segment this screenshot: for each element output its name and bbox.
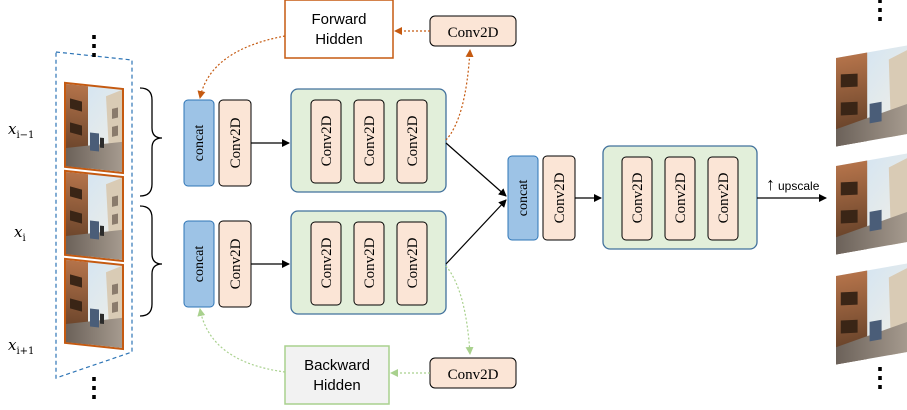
forward-hidden-line1: Forward [311,11,366,28]
arrow-bottom-group-to-merge [445,199,507,265]
final-group-conv2d-3-label: Conv2D [716,172,732,223]
top-concat-label: concat [192,125,207,162]
merge-conv2d-label: Conv2D [552,172,568,223]
final-group-conv2d-2-label: Conv2D [673,172,689,223]
input-ellipsis-top: ⋮ [81,31,107,61]
merge-concat-label: concat [516,180,531,217]
output-frame-3 [836,263,907,365]
backward-hidden-line1: Backward [304,357,370,374]
output-ellipsis-bottom: ⋮ [867,363,893,393]
output-ellipsis-top: ⋮ [867,0,893,25]
top-group-conv2d-3-label: Conv2D [405,115,421,166]
bottom-concat-label: concat [192,246,207,283]
top-concat-block [183,99,215,187]
forward-conv2d-label: Conv2D [448,25,499,41]
backward-hidden-box [284,345,390,405]
flow-arrows [251,139,827,268]
top-conv-group-layers: Conv2D Conv2D Conv2D [310,99,428,184]
input-frame-prev [64,81,124,175]
input-frame-cur [64,169,124,263]
top-group-conv2d-2 [353,99,385,184]
output-frames: ⋮ ⋮ [836,0,907,393]
input-stack-border [55,51,133,379]
final-group-conv2d-3 [707,156,739,241]
arrow-top-group-to-forward-conv [445,49,474,141]
final-group-conv2d-1-label: Conv2D [630,172,646,223]
merge-concat-block [507,155,539,241]
brace-bottom [139,205,163,317]
top-group-conv2d-1-label: Conv2D [319,115,335,166]
bottom-group-conv2d-1 [310,221,342,306]
bottom-concat-block [183,220,215,308]
bottom-group-conv2d-2 [353,221,385,306]
upscale-arrow: ↑ [766,174,775,194]
bottom-group-conv2d-3-label: Conv2D [405,237,421,288]
input-frame-next [64,257,124,351]
bottom-group-conv2d-3 [396,221,428,306]
final-group-conv2d-2 [664,156,696,241]
top-group-conv2d-3 [396,99,428,184]
output-frame-1 [836,45,907,147]
label-x-prev: xi−1 [8,120,34,141]
backward-conv2d-label: Conv2D [448,367,499,383]
backward-hidden-line2: Hidden [313,377,361,394]
brace-top [139,87,163,197]
input-frames: ⋮ ⋮ [55,31,133,403]
arrow-top-group-to-merge [445,142,507,197]
arrow-forward-hidden-to-concat [197,35,286,99]
arrow-bottom-group-to-backward-conv [445,265,474,355]
arrow-backward-hidden-to-concat [197,308,286,373]
bottom-conv2d-label: Conv2D [228,238,244,289]
forward-hidden-flow [197,27,474,141]
top-conv2d-label: Conv2D [228,117,244,168]
final-group-conv2d-1 [621,156,653,241]
top-group-conv2d-2-label: Conv2D [362,115,378,166]
bottom-group-conv2d-1-label: Conv2D [319,237,335,288]
forward-hidden-line2: Hidden [315,31,363,48]
label-x-cur: xi [14,223,26,244]
output-frame-2 [836,153,907,255]
label-x-next: xi+1 [8,336,34,357]
top-group-conv2d-1 [310,99,342,184]
input-ellipsis-bottom: ⋮ [81,373,107,403]
forward-hidden-box [284,0,394,59]
bottom-conv-group-layers: Conv2D Conv2D Conv2D [310,221,428,306]
bottom-group-conv2d-2-label: Conv2D [362,237,378,288]
backward-hidden-flow [197,265,474,377]
upscale-label: upscale [778,179,820,193]
final-conv-group-layers: Conv2D Conv2D Conv2D [621,156,739,241]
